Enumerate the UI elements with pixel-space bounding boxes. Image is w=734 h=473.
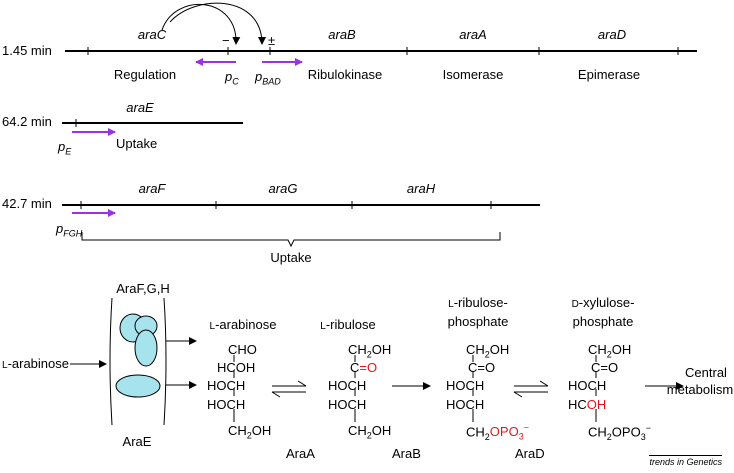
promoter-pc-label: pC	[225, 69, 239, 87]
compound-xylulose-phosphate-name-1: D-xylulose-	[571, 295, 635, 310]
c2-ch2oh-top: CH2OH	[348, 342, 392, 360]
c4-hcoh: HCOH	[568, 397, 607, 412]
compound-xylulose-phosphate-name-2: phosphate	[572, 314, 634, 329]
c2-ch2oh-bottom: CH2OH	[348, 423, 392, 441]
footer-journal: trends in Genetics	[649, 455, 722, 467]
repression-sign: −	[222, 33, 230, 48]
function-regulation: Regulation	[113, 67, 177, 82]
function-uptake-arae: Uptake	[116, 136, 158, 151]
gene-arae: araE	[126, 100, 154, 115]
c1-hoch-2: HOCH	[207, 397, 246, 412]
substrate-label: L-arabinose	[2, 356, 69, 371]
membrane	[109, 297, 167, 426]
compound-ribulose-name: L-ribulose	[320, 317, 376, 332]
promoter-pbad-label: pBAD	[255, 69, 281, 87]
operon1-line	[65, 47, 697, 55]
gene-arag: araG	[268, 181, 298, 196]
c3-ch2oh-top: CH2OH	[466, 342, 510, 360]
operon3-line	[62, 201, 540, 209]
operon1-position: 1.45 min	[2, 43, 52, 58]
product-central: Central	[685, 365, 727, 380]
c1-ch2oh: CH2OH	[228, 423, 272, 441]
operon2-line	[62, 119, 243, 127]
enzyme-araa: AraA	[286, 446, 315, 461]
c4-hoch: HOCH	[568, 378, 607, 393]
gene-arah: araH	[406, 181, 436, 196]
c3-carbonyl: C=O	[468, 360, 496, 375]
promoter-pfgh-label: pFGH	[56, 221, 83, 239]
c4-ch2oh-top: CH2OH	[588, 342, 632, 360]
c1-cho: CHO	[228, 342, 257, 357]
function-epimerase: Epimerase	[577, 67, 641, 82]
regulation-arrow-pbad	[169, 2, 266, 45]
promoter-pe-label: pE	[58, 139, 72, 157]
gene-araa: araA	[459, 27, 487, 42]
c2-hoch-2: HOCH	[328, 397, 367, 412]
transporter-label-fgh: AraF,G,H	[116, 281, 170, 296]
compound-ribulose-phosphate-name-2: phosphate	[447, 314, 509, 329]
c2-carbonyl: C=O	[350, 360, 378, 375]
product-metabolism: metabolism	[666, 382, 734, 397]
equilibrium-arrows-1	[271, 380, 307, 398]
operon3-position: 42.7 min	[2, 196, 52, 211]
c2-hoch-1: HOCH	[328, 378, 367, 393]
c4-carbonyl: C=O	[591, 360, 619, 375]
compound-ribulose-phosphate-name-1: L-ribulose-	[448, 295, 508, 310]
c1-hoch-1: HOCH	[207, 378, 246, 393]
equilibrium-arrows-2	[513, 380, 549, 398]
function-isomerase: Isomerase	[442, 67, 504, 82]
c3-ch2-phosphate: CH2OPO3−	[466, 423, 529, 442]
gene-araf: araF	[138, 181, 166, 196]
compound-arabinose-name: L-arabinose	[209, 317, 277, 332]
operon2-position: 64.2 min	[2, 114, 52, 129]
function-ribulokinase: Ribulokinase	[307, 67, 383, 82]
c3-hoch-2: HOCH	[446, 397, 485, 412]
c3-hoch-1: HOCH	[446, 378, 485, 393]
regulation-arrow-pc	[161, 3, 241, 45]
dual-regulation-sign: ±	[268, 33, 276, 48]
gene-arad: araD	[597, 27, 627, 42]
chem-bonds	[233, 355, 597, 422]
enzyme-arab: AraB	[392, 446, 421, 461]
uptake-brace	[81, 232, 501, 248]
c1-hcoh: HCOH	[217, 360, 256, 375]
gene-arac: araC	[137, 27, 167, 42]
gene-arab: araB	[328, 27, 356, 42]
transporter-label-arae: AraE	[122, 434, 152, 449]
function-uptake-fgh: Uptake	[270, 250, 312, 265]
c4-ch2-phosphate: CH2OPO3−	[588, 423, 651, 442]
enzyme-arad: AraD	[515, 446, 545, 461]
